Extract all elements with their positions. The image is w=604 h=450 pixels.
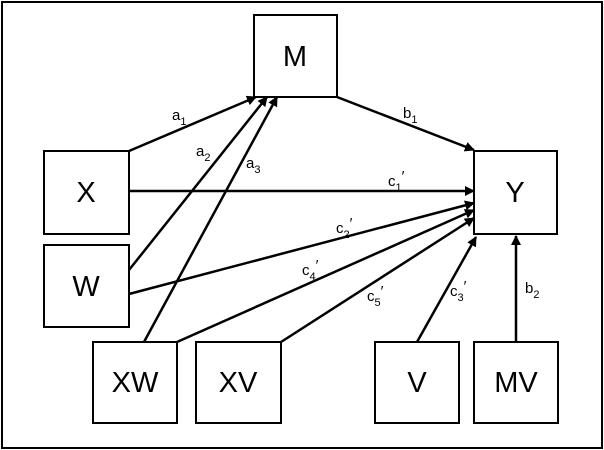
edge-x-to-m xyxy=(128,95,257,153)
label-c2: c2′ xyxy=(336,215,353,241)
node-mv-label: MV xyxy=(494,367,538,399)
edge-m-to-y xyxy=(336,95,475,152)
label-c4: c4′ xyxy=(302,257,319,283)
node-v: V xyxy=(374,341,460,424)
node-m: M xyxy=(253,14,338,98)
node-mv: MV xyxy=(473,341,559,424)
label-c5: c5′ xyxy=(367,283,384,309)
edge-v-to-y xyxy=(415,236,478,343)
node-x-label: X xyxy=(76,177,95,209)
edge-xw-to-m xyxy=(142,96,279,343)
label-a2: a2 xyxy=(196,143,210,164)
label-c1: c1′ xyxy=(388,168,405,194)
label-a3: a3 xyxy=(246,155,260,176)
node-y-label: Y xyxy=(505,177,524,209)
edge-w-to-m xyxy=(128,96,268,271)
node-xv: XV xyxy=(195,341,282,424)
node-xw-label: XW xyxy=(112,367,159,399)
node-y: Y xyxy=(473,150,558,235)
label-a1: a1 xyxy=(172,107,186,128)
edge-w-to-y xyxy=(128,200,475,296)
node-xv-label: XV xyxy=(219,367,258,399)
node-v-label: V xyxy=(407,367,427,399)
label-b2: b2 xyxy=(525,280,539,301)
node-w: W xyxy=(43,244,130,328)
node-m-label: M xyxy=(283,41,307,73)
node-xw: XW xyxy=(92,341,178,424)
edge-xv-to-y xyxy=(280,216,475,344)
edge-xw-to-y xyxy=(176,208,475,344)
node-x: X xyxy=(43,150,130,235)
label-b1: b1 xyxy=(403,105,417,126)
label-c3: c3′ xyxy=(450,278,467,304)
node-w-label: W xyxy=(72,271,100,303)
